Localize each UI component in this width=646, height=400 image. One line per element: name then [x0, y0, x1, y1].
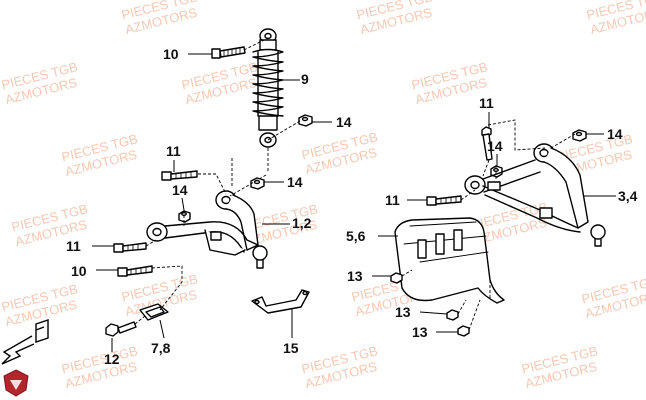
- callout-shock: 9: [301, 71, 309, 87]
- shock-absorber: [252, 28, 284, 148]
- callout-bolt: 11: [479, 95, 494, 111]
- bolt-13-a: [390, 272, 403, 284]
- leader-lines: [92, 53, 616, 352]
- callout-nut: 14: [172, 182, 188, 198]
- callout-skid-plate: 5,6: [346, 228, 366, 244]
- clip-7-8: [139, 303, 169, 321]
- bolt-11-r2: [426, 195, 462, 206]
- callout-nut: 14: [487, 138, 503, 154]
- callout-bolt: 13: [412, 324, 428, 340]
- callout-clip: 7,8: [151, 340, 171, 356]
- callout-nut: 14: [287, 174, 303, 190]
- callout-nut: 14: [607, 126, 623, 142]
- callout-bolt: 10: [71, 263, 87, 279]
- skid-plate: [394, 217, 505, 304]
- callout-bolt: 13: [395, 304, 411, 320]
- callout-bolt: 11: [66, 238, 81, 254]
- bolt-10-top: [211, 46, 246, 59]
- callout-nut: 14: [336, 114, 352, 130]
- brand-logo-icon: [3, 369, 29, 397]
- nut-14-l: [178, 210, 191, 223]
- callout-a-arm-right: 3,4: [618, 188, 638, 204]
- callout-bolt: 11: [166, 143, 181, 159]
- bolt-11-l2: [113, 242, 147, 253]
- left-a-arm: [146, 190, 268, 269]
- bolt-12: [105, 321, 137, 337]
- nut-14-r1: [572, 129, 587, 142]
- bolt-13-c: [457, 325, 470, 337]
- bolt-11-r1: [481, 126, 493, 161]
- right-a-arm: [464, 143, 606, 247]
- callout-bolt: 12: [104, 351, 120, 367]
- nut-14-a: [298, 114, 313, 127]
- callout-bolt: 11: [385, 192, 400, 208]
- bracket-15: [251, 289, 310, 314]
- bolt-10-l: [117, 265, 153, 277]
- bolt-13-b: [446, 309, 459, 321]
- assembly-lines: [134, 37, 576, 331]
- callout-bolt: 10: [163, 46, 179, 62]
- callout-bolt: 13: [347, 268, 363, 284]
- bolt-11-l1: [161, 170, 198, 181]
- front-arrow-icon: [1, 319, 49, 365]
- callout-bracket: 15: [283, 340, 299, 356]
- callout-a-arm-left: 1,2: [292, 215, 312, 231]
- nut-14-b: [250, 177, 265, 190]
